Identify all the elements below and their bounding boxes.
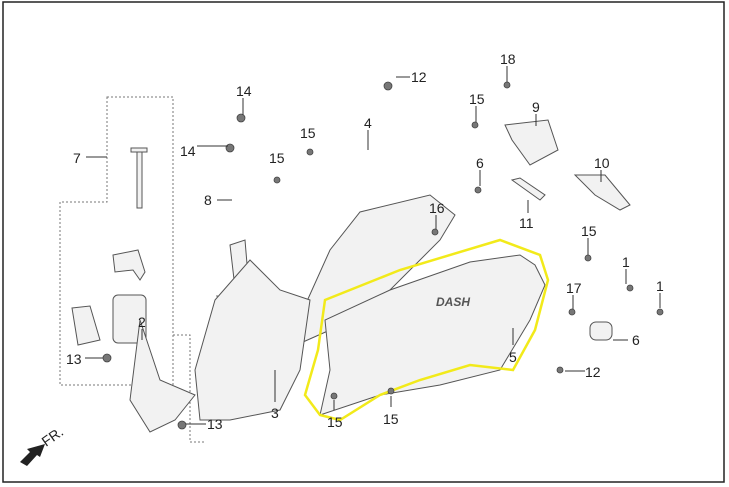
part-2-lower-cover[interactable] <box>129 319 196 433</box>
part-7-lock-assembly[interactable] <box>71 147 148 346</box>
callout-14: 14 <box>180 143 196 159</box>
decal-text: DASH <box>436 295 470 309</box>
group-link <box>173 334 205 443</box>
callout-9: 9 <box>532 99 540 115</box>
callout-6: 6 <box>476 155 484 171</box>
callout-13: 13 <box>207 416 223 432</box>
part-7-group-box <box>59 96 174 386</box>
callout-16: 16 <box>429 200 445 216</box>
callout-17: 17 <box>566 280 582 296</box>
part-10[interactable] <box>573 174 631 211</box>
callout-1: 1 <box>656 278 664 294</box>
callout-12: 12 <box>585 364 601 380</box>
callout-6: 6 <box>632 332 640 348</box>
callout-15: 15 <box>269 150 285 166</box>
callout-15: 15 <box>581 223 597 239</box>
callout-3: 3 <box>271 405 279 421</box>
callout-4: 4 <box>364 115 372 131</box>
part-11[interactable] <box>510 177 546 201</box>
callout-labels: 18 12 14 15 9 15 4 14 7 15 6 10 8 16 11 … <box>66 51 664 432</box>
callout-11: 11 <box>519 215 534 231</box>
part-5-floor-panel[interactable] <box>319 254 546 416</box>
callout-7: 7 <box>73 150 81 166</box>
callout-18: 18 <box>500 51 516 67</box>
part-3-front-cover[interactable] <box>194 259 311 421</box>
part-6-grommet[interactable] <box>589 321 613 341</box>
callout-2: 2 <box>138 314 146 330</box>
callout-10: 10 <box>594 155 610 171</box>
callout-14: 14 <box>236 83 252 99</box>
callout-15: 15 <box>300 125 316 141</box>
callout-1: 1 <box>622 254 630 270</box>
part-9[interactable] <box>504 119 559 166</box>
leader-lines <box>85 66 661 425</box>
front-direction-arrow-icon <box>20 444 45 466</box>
callout-13: 13 <box>66 351 82 367</box>
callout-5: 5 <box>509 349 517 365</box>
callout-15: 15 <box>383 411 399 427</box>
callout-15: 15 <box>469 91 485 107</box>
callout-15: 15 <box>327 414 343 430</box>
callout-8: 8 <box>204 192 212 208</box>
callout-12: 12 <box>411 69 427 85</box>
